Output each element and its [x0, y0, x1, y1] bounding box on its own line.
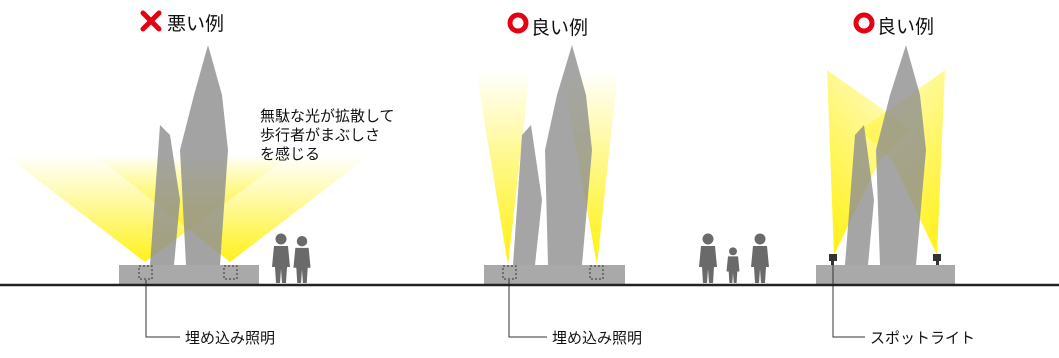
heading-bad-example: 悪い例 [167, 13, 225, 35]
embedded-light-right [223, 265, 238, 280]
panel-bad-example [5, 10, 370, 338]
cross-mark-icon [140, 10, 162, 32]
monument-right [180, 45, 228, 265]
annotation-line-1: 無駄な光が拡散して [260, 107, 395, 125]
monument-right [876, 45, 926, 265]
monument-left [150, 125, 180, 265]
monument-base [484, 265, 625, 284]
monument-base [816, 265, 955, 284]
pedestrians-family [699, 233, 769, 283]
annotation-line-3: を感じる [260, 145, 321, 163]
panel-good-example-1 [476, 12, 625, 338]
fixture-label-3: スポットライト [870, 329, 976, 347]
panel-good-example-2 [816, 12, 955, 338]
fixture-label-1: 埋め込み照明 [185, 329, 276, 347]
glare-annotation: 無駄な光が拡散して 歩行者がまぶしさ を感じる [260, 107, 395, 164]
heading-good-example-2: 良い例 [877, 16, 935, 38]
monument-base [119, 265, 259, 284]
spotlight-fixture-right [933, 254, 941, 265]
leader-line-1 [145, 280, 180, 338]
leader-line-2 [508, 280, 547, 338]
embedded-light-left [502, 265, 517, 280]
leader-line-3 [832, 262, 865, 338]
monument-left [845, 125, 874, 265]
monument-right [545, 45, 592, 265]
embedded-light-left [138, 265, 153, 280]
pedestrians-pair-1 [272, 233, 311, 283]
heading-good-example-1: 良い例 [531, 17, 589, 39]
embedded-light-right [589, 265, 604, 280]
fixture-label-2: 埋め込み照明 [552, 329, 643, 347]
circle-mark-icon [853, 12, 875, 34]
monument-left [513, 125, 542, 265]
narrow-beam-left [476, 70, 530, 265]
annotation-line-2: 歩行者がまぶしさ [260, 126, 381, 144]
circle-mark-icon [507, 12, 529, 34]
